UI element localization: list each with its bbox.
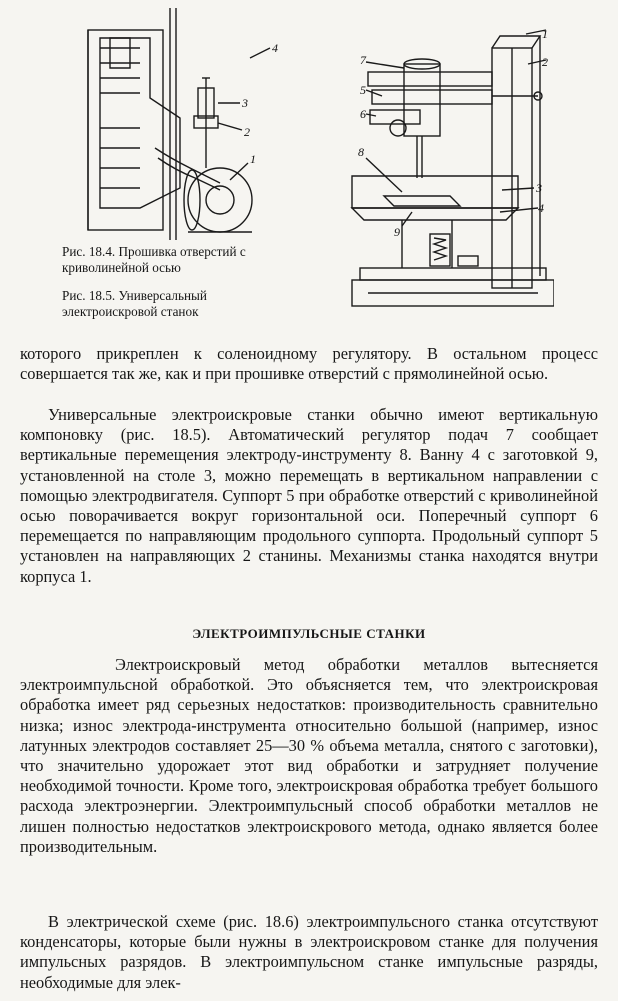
figure-18-5-caption: Рис. 18.5. Универсальный электроискровой… xyxy=(62,288,207,319)
fig-18-5-label-6: 6 xyxy=(360,107,366,121)
fig-18-5-label-1: 1 xyxy=(542,28,548,41)
fig-18-4-label-2: 2 xyxy=(244,125,250,139)
fig-18-5-label-3: 3 xyxy=(535,181,542,195)
paragraph-continuation: которого прикреплен к соленоидному регул… xyxy=(20,344,598,384)
fig-18-4-label-3: 3 xyxy=(241,96,248,110)
paragraph-electroimpulse-method: Электроискровый метод обработки металлов… xyxy=(20,655,598,857)
figure-18-5-drawing: 1 2 7 5 6 8 3 4 9 xyxy=(350,28,554,307)
paragraph-electrical-scheme: В электрической схеме (рис. 18.6) электр… xyxy=(20,912,598,993)
paragraph-universal-machines: Универсальные электроискровые станки обы… xyxy=(20,405,598,587)
fig-18-5-label-7: 7 xyxy=(360,53,367,67)
section-heading: ЭЛЕКТРОИМПУЛЬСНЫЕ СТАНКИ xyxy=(192,626,426,641)
fig-18-5-label-9: 9 xyxy=(394,225,400,239)
paragraph-text: В электрической схеме (рис. 18.6) электр… xyxy=(20,912,598,992)
fig-18-5-label-5: 5 xyxy=(360,83,366,97)
paragraph-text: которого прикреплен к соленоидному регул… xyxy=(20,344,598,384)
fig-18-5-label-4: 4 xyxy=(538,201,544,215)
figure-18-4-caption: Рис. 18.4. Прошивка отверстий с криволин… xyxy=(62,244,246,275)
fig-18-5-label-2: 2 xyxy=(542,55,548,69)
paragraph-text: Универсальные электроискровые станки обы… xyxy=(20,405,598,586)
fig-18-4-label-1: 1 xyxy=(250,152,256,166)
figure-18-4-drawing: 4 3 2 1 xyxy=(87,8,278,240)
fig-18-4-label-4: 4 xyxy=(272,41,278,55)
fig-18-5-label-8: 8 xyxy=(358,145,364,159)
paragraph-text: Электроискровый метод обработки металлов… xyxy=(20,655,598,856)
